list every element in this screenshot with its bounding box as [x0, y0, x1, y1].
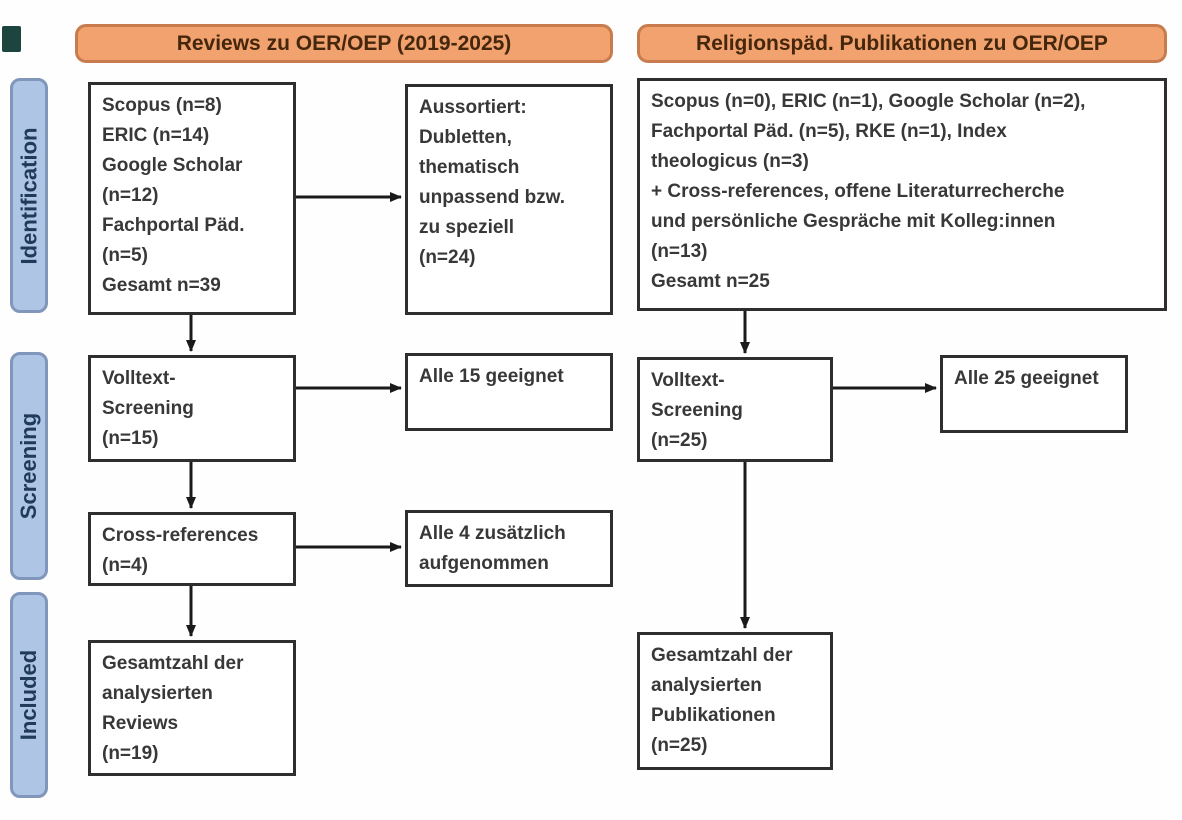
corner-artifact [2, 26, 21, 52]
stage-label-identification: Identification [10, 78, 48, 313]
stage-label-screening: Screening [10, 352, 48, 580]
node-relpaed-all-eligible: Alle 25 geeignet [940, 355, 1128, 433]
node-reviews-excluded: Aussortiert: Dubletten, thematisch unpas… [405, 84, 613, 315]
node-relpaed-total-included: Gesamtzahl der analysierten Publikatione… [637, 632, 833, 770]
node-reviews-sources: Scopus (n=8) ERIC (n=14) Google Scholar … [88, 82, 296, 315]
node-relpaed-fulltext-screening: Volltext- Screening (n=25) [637, 357, 833, 462]
node-reviews-fulltext-screening: Volltext- Screening (n=15) [88, 355, 296, 462]
node-reviews-all-eligible: Alle 15 geeignet [405, 353, 613, 431]
column-header-reviews: Reviews zu OER/OEP (2019-2025) [75, 24, 613, 63]
column-header-religionspaed: Religionspäd. Publikationen zu OER/OEP [637, 24, 1167, 63]
node-relpaed-sources: Scopus (n=0), ERIC (n=1), Google Scholar… [637, 78, 1167, 311]
stage-label-included: Included [10, 592, 48, 798]
node-reviews-total-included: Gesamtzahl der analysierten Reviews (n=1… [88, 640, 296, 776]
stage-label-text: Screening [16, 412, 41, 520]
node-reviews-crossref-added: Alle 4 zusätzlich aufgenommen [405, 510, 613, 587]
stage-label-text: Identification [16, 127, 42, 264]
node-reviews-cross-references: Cross-references (n=4) [88, 512, 296, 586]
stage-label-text: Included [16, 649, 42, 741]
